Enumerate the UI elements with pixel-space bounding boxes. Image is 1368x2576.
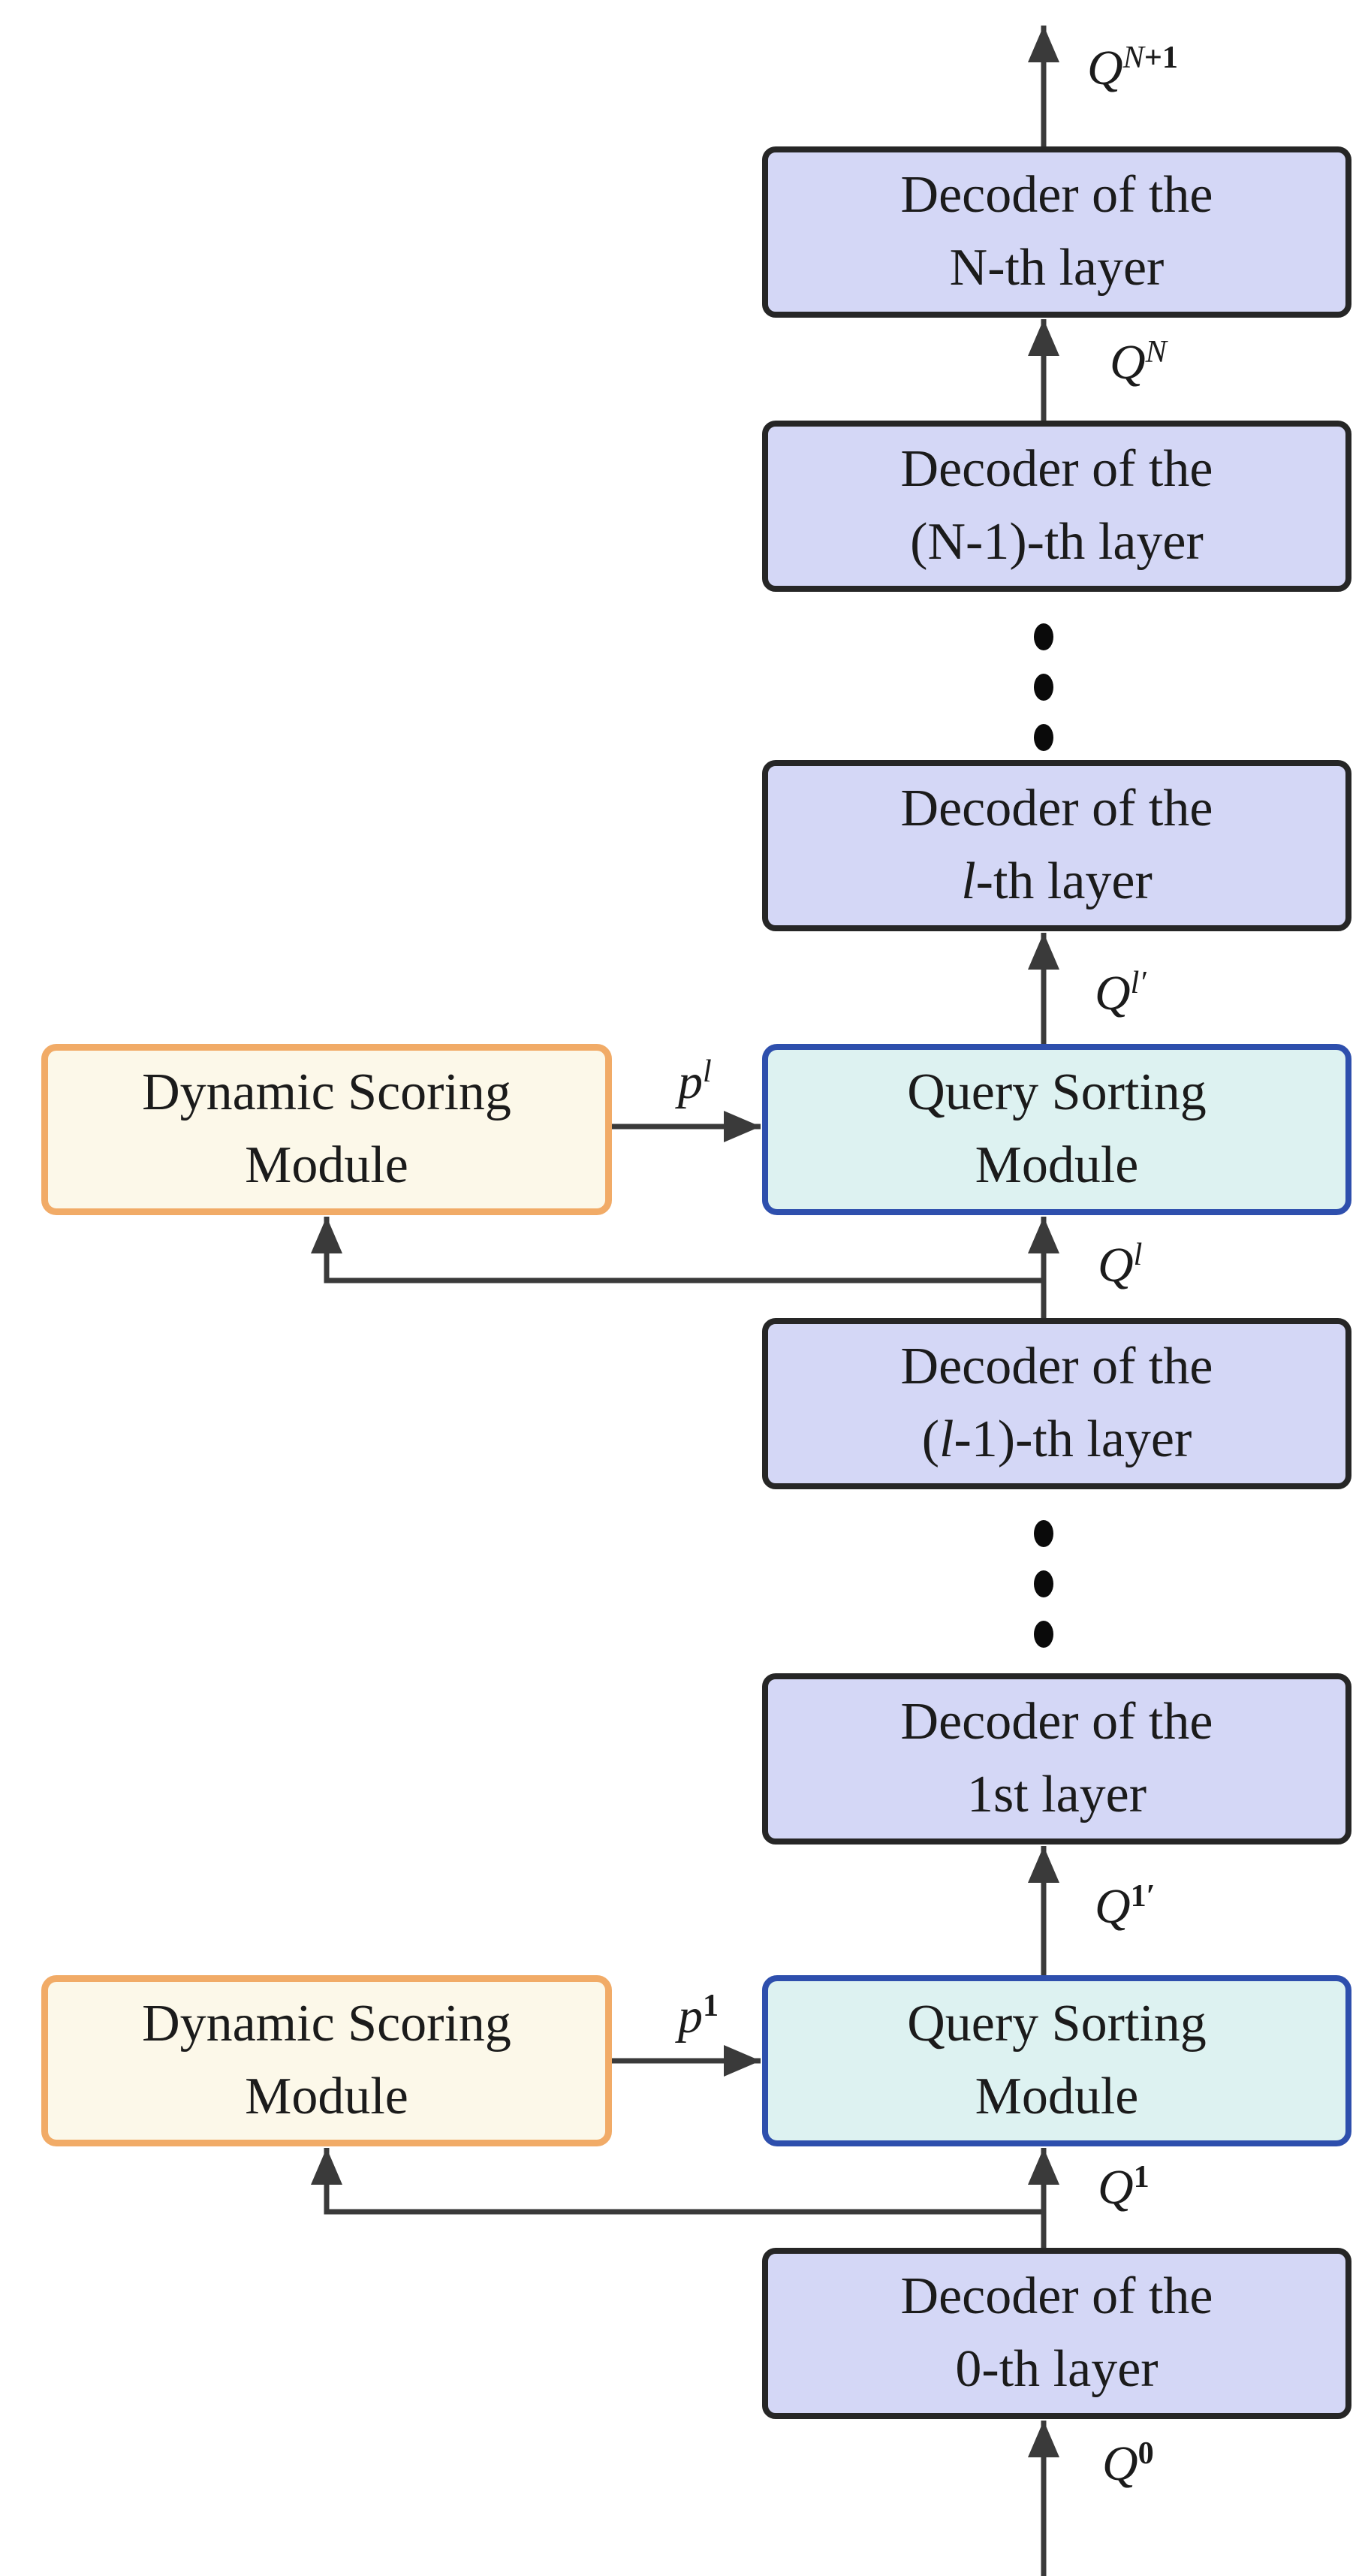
- label-p-1: p1: [678, 1989, 719, 2044]
- dynamic-scoring-l-line2: Module: [245, 1136, 408, 1194]
- superscript: 1: [1133, 2159, 1150, 2195]
- dot: [1034, 623, 1053, 650]
- dynamic-scoring-module-l-box: Dynamic Scoring Module: [41, 1044, 612, 1215]
- dynamic-scoring-1-line1: Dynamic Scoring: [142, 1995, 511, 2053]
- base-symbol: p: [678, 1989, 703, 2044]
- decoder-n-line2: N-th layer: [949, 239, 1165, 297]
- decoder-l-1-line1: Decoder of the: [900, 1338, 1213, 1396]
- decoder-1st-box: Decoder of the 1st layer: [762, 1673, 1351, 1845]
- label-q-1: Q1: [1098, 2160, 1150, 2215]
- decoder-0th-line2: 0-th layer: [955, 2340, 1159, 2398]
- branch-q-l-to-scoring: [311, 1217, 1044, 1283]
- decoder-n-1-line1: Decoder of the: [900, 440, 1213, 499]
- query-sorting-1-line1: Query Sorting: [907, 1995, 1207, 2053]
- decoder-0th-box: Decoder of the 0-th layer: [762, 2248, 1351, 2419]
- label-q-l: Ql: [1098, 1238, 1142, 1293]
- query-sorting-module-l-box: Query Sorting Module: [762, 1044, 1351, 1215]
- superscript: N+1: [1122, 40, 1179, 76]
- label-q-0: Q0: [1102, 2436, 1154, 2491]
- query-sorting-l-line1: Query Sorting: [907, 1063, 1207, 1122]
- decoder-l-line2: l-th layer: [961, 852, 1153, 910]
- decoder-l-1-box: Decoder of the (l-1)-th layer: [762, 1318, 1351, 1489]
- decoder-n-line1: Decoder of the: [900, 166, 1213, 225]
- base-symbol: Q: [1098, 2160, 1134, 2215]
- label-q-1-prime: Q1′: [1095, 1879, 1156, 1934]
- dynamic-scoring-module-1-box: Dynamic Scoring Module: [41, 1975, 612, 2146]
- dot: [1034, 674, 1053, 701]
- superscript: l: [1133, 1237, 1143, 1273]
- dynamic-scoring-1-line2: Module: [245, 2068, 408, 2125]
- decoder-l-box: Decoder of the l-th layer: [762, 760, 1351, 931]
- decoder-1st-line1: Decoder of the: [900, 1693, 1213, 1751]
- base-symbol: Q: [1110, 335, 1146, 390]
- base-symbol: Q: [1095, 1879, 1131, 1934]
- label-p-l: pl: [678, 1054, 712, 1109]
- base-symbol: Q: [1102, 2436, 1138, 2491]
- superscript: l′: [1130, 965, 1147, 1001]
- ellipsis-dots-upper: [1034, 623, 1053, 751]
- decoder-1st-line2: 1st layer: [966, 1766, 1147, 1823]
- dot: [1034, 1621, 1053, 1648]
- superscript: N: [1145, 334, 1167, 370]
- decoder-n-box: Decoder of the N-th layer: [762, 146, 1351, 318]
- dot: [1034, 1520, 1053, 1547]
- query-sorting-l-line2: Module: [975, 1136, 1139, 1194]
- base-symbol: Q: [1087, 41, 1123, 95]
- superscript: 1: [703, 1988, 719, 2024]
- label-q-n-plus-1: QN+1: [1087, 41, 1178, 95]
- query-sorting-module-1-box: Query Sorting Module: [762, 1975, 1351, 2146]
- decoder-0th-line1: Decoder of the: [900, 2267, 1213, 2326]
- base-symbol: p: [678, 1054, 703, 1109]
- dot: [1034, 1570, 1053, 1597]
- dot: [1034, 724, 1053, 751]
- decoder-l-line1: Decoder of the: [900, 780, 1213, 838]
- base-symbol: Q: [1098, 1238, 1134, 1293]
- branch-q-1-to-scoring: [311, 2148, 1044, 2215]
- superscript: 0: [1137, 2436, 1154, 2472]
- base-symbol: Q: [1095, 966, 1131, 1021]
- label-q-l-prime: Ql′: [1095, 966, 1147, 1021]
- decoder-l-1-line2: (l-1)-th layer: [921, 1410, 1192, 1468]
- decoder-n-1-box: Decoder of the (N-1)-th layer: [762, 421, 1351, 592]
- decoder-n-1-line2: (N-1)-th layer: [910, 513, 1204, 571]
- query-sorting-1-line2: Module: [975, 2068, 1139, 2125]
- superscript: l: [703, 1054, 712, 1090]
- ellipsis-dots-lower: [1034, 1520, 1053, 1648]
- label-q-n: QN: [1110, 335, 1167, 390]
- dynamic-scoring-l-line1: Dynamic Scoring: [142, 1063, 511, 1122]
- superscript: 1′: [1130, 1878, 1156, 1914]
